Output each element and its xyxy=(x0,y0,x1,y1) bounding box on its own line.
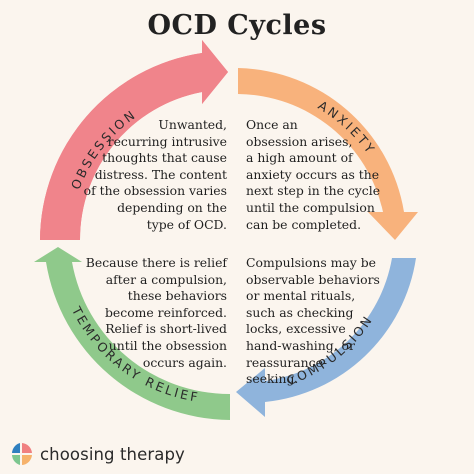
anxiety-quadrant xyxy=(238,68,418,240)
compulsion-text-line: observable behaviors xyxy=(246,271,380,287)
obsession-text-line: type of OCD. xyxy=(146,216,227,232)
obsession-band xyxy=(40,40,230,240)
obsession-text-line: Unwanted, xyxy=(158,117,227,132)
obsession-text-line: distress. The content xyxy=(94,166,227,182)
compulsion-text-line: reassurance- xyxy=(246,354,328,370)
compulsion-text-line: seeking. xyxy=(246,371,299,387)
compulsion-quadrant xyxy=(236,258,416,417)
brand: choosing therapy xyxy=(10,441,185,467)
brand-name: choosing therapy xyxy=(40,444,185,464)
obsession-text-line: thoughts that cause xyxy=(102,150,227,166)
compulsion-text-line: such as checking xyxy=(246,304,354,320)
anxiety-text-line: anxiety occurs as the xyxy=(246,166,380,182)
anxiety-text-line: can be completed. xyxy=(246,216,362,232)
relief-text-line: these behaviors xyxy=(127,288,227,304)
compulsion-text-line: locks, excessive xyxy=(246,321,346,337)
obsession-text-line: recurring intrusive xyxy=(107,133,227,149)
compulsion-text-line: hand-washing, or xyxy=(246,337,355,353)
obsession-text-line: depending on the xyxy=(117,199,227,215)
anxiety-text-line: a high amount of xyxy=(246,150,353,166)
relief-quadrant xyxy=(34,247,230,420)
relief-text-line: until the obsession xyxy=(108,337,227,353)
relief-text-line: become reinforced. xyxy=(105,304,227,320)
choosing-therapy-logo-icon xyxy=(12,443,32,465)
anxiety-text-line: Once an xyxy=(246,117,298,132)
relief-text-line: Because there is relief xyxy=(85,255,227,270)
page-title: OCD Cycles xyxy=(147,10,327,41)
anxiety-text-line: until the compulsion xyxy=(246,199,375,215)
relief-text-line: occurs again. xyxy=(142,354,227,370)
relief-text-line: after a compulsion, xyxy=(105,271,227,287)
compulsion-text-line: or mental rituals, xyxy=(246,288,356,304)
anxiety-text-line: obsession arises, xyxy=(246,133,353,149)
compulsion-text-line: Compulsions may be xyxy=(246,255,376,270)
anxiety-text-line: next step in the cycle xyxy=(246,183,381,199)
obsession-text-line: of the obsession varies xyxy=(83,183,227,199)
relief-text-line: Relief is short-lived xyxy=(105,321,227,337)
